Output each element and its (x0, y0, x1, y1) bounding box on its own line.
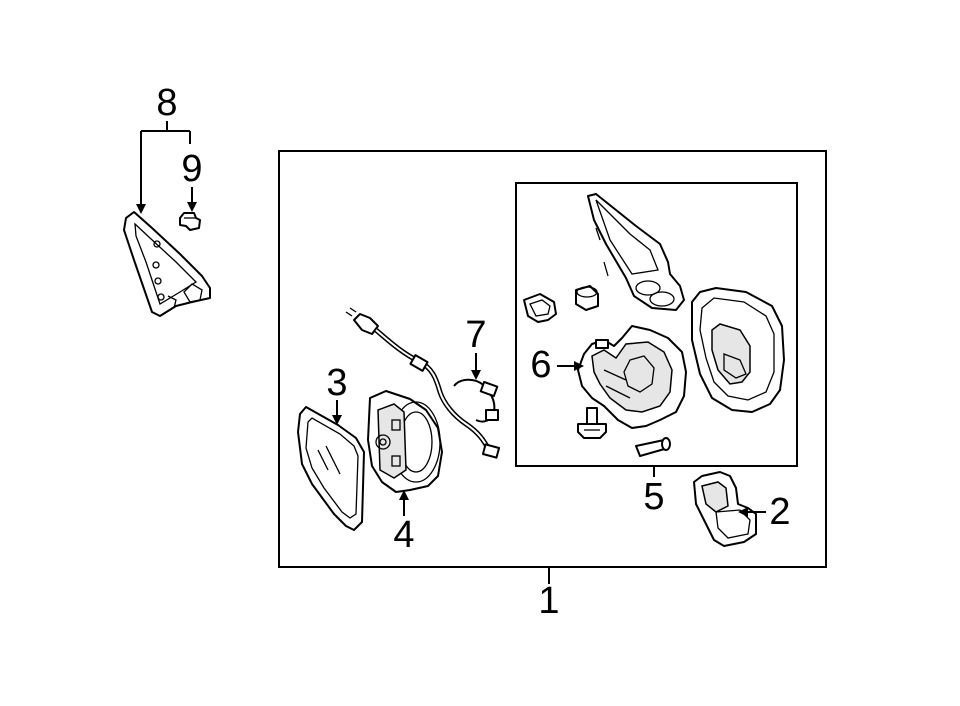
callout-6-label: 6 (530, 344, 551, 386)
mirror-assembly-frame (278, 150, 827, 568)
callout-8-leader (136, 121, 191, 214)
screw-part (577, 407, 607, 439)
power-fold-unit-part (577, 325, 687, 429)
cover-cap-part (693, 471, 757, 547)
cover-panel-part (123, 211, 211, 317)
mirror-housing-subframe (515, 182, 798, 467)
callout-7-label: 7 (465, 314, 486, 356)
callout-9-label: 9 (181, 148, 202, 190)
callout-2-label: 2 (769, 491, 790, 533)
mirror-housing-part (691, 287, 785, 413)
wiring-harness-part (345, 307, 501, 459)
mirror-glass-part (297, 406, 365, 531)
mirror-motor-part (367, 390, 443, 493)
callout-5-label: 5 (643, 476, 664, 518)
bushing-part (575, 285, 599, 311)
clip-part (179, 212, 201, 231)
callout-3-label: 3 (326, 362, 347, 404)
bolt-part (635, 437, 671, 457)
callout-1-label: 1 (538, 580, 559, 622)
mirror-base-part (587, 193, 685, 311)
retainer-clip-part (523, 293, 557, 323)
callout-8-label: 8 (156, 82, 177, 124)
callout-4-label: 4 (393, 514, 414, 556)
